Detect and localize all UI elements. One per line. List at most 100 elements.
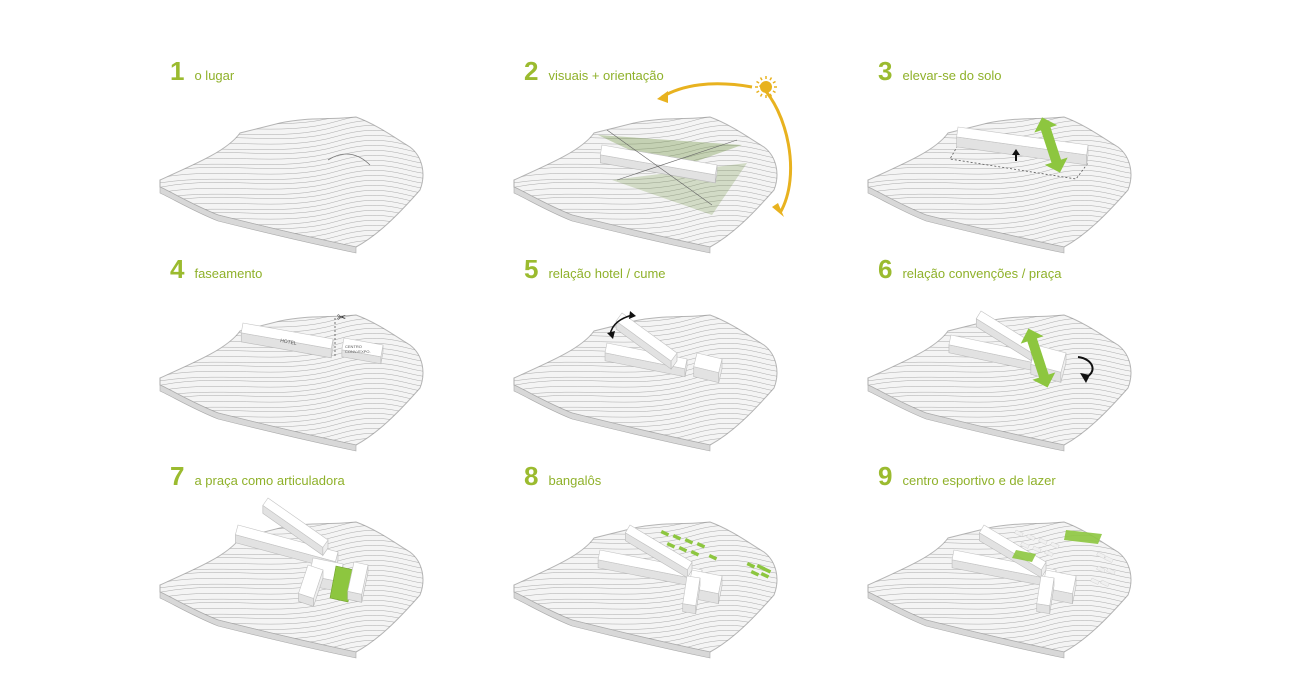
contour-line [160,358,423,379]
contour-line [514,175,777,196]
bungalow [1026,533,1036,541]
contour-line [856,655,1156,675]
scene-group [148,497,448,685]
panel-number: 6 [878,254,893,284]
contour-line [856,500,1156,520]
contour-line [868,160,1131,181]
terrain [867,314,1132,452]
sun-ray [772,90,776,94]
terrain [502,500,802,659]
bungalow [1090,577,1100,585]
scissors-icon: ✂ [337,312,346,324]
panel-1-title: 1 o lugar [170,58,234,84]
contour-line [856,95,1156,115]
green-arrow [1034,117,1068,173]
sun-ray [759,93,763,97]
contour-line [160,373,423,394]
bungalow [708,554,718,561]
bungalow [1020,541,1030,549]
bungalow [756,564,766,571]
contour-line [868,180,1131,201]
annex-block [1036,575,1055,615]
hotel-label: HOTEL [280,338,298,347]
sun-disc [760,81,772,93]
annex-block [682,575,701,615]
sun-ray [759,77,763,81]
panel-number: 1 [170,56,185,86]
contour-line [502,500,802,520]
bungalow [672,534,682,541]
contour-line [160,645,423,652]
scene-group [856,95,1156,254]
panel-9: 9 centro esportivo e de lazer [866,460,1226,660]
panel-label: centro esportivo e de lazer [902,473,1056,488]
terrain-edge [513,180,711,254]
hotel-wing-rotated [615,312,678,371]
contour-line [514,438,777,445]
bungalow [760,572,770,579]
scene-group [867,310,1132,452]
bungalow [1096,551,1106,559]
terrain-9 [867,521,1132,659]
bungalow [660,530,670,537]
sun-icon [755,76,777,98]
side-block [347,561,369,603]
contour-line [148,293,448,313]
arrow-head [629,311,636,319]
panel-2-title: 2 visuais + orientação [524,58,664,84]
bungalow [690,550,700,557]
contour-line [160,353,423,374]
arrow-head-up [1034,117,1058,133]
panel-9-title: 9 centro esportivo e de lazer [878,463,1056,489]
contour-line [160,363,423,384]
terrain-edge [159,378,357,452]
contour-line [868,650,1131,652]
terrain-edge [159,180,357,254]
block-top [615,312,678,362]
panel-label: bangalôs [548,473,602,488]
panel-5-title: 5 relação hotel / cume [524,256,666,282]
scene-group [502,500,802,659]
hotel-wing-rotated [975,310,1037,362]
arrow-head-up [1020,328,1044,344]
lift-arrow [1012,149,1020,161]
panel-label: relação hotel / cume [548,266,666,281]
panel-label: elevar-se do solo [902,68,1002,83]
hotel-block [599,144,718,184]
block-top [693,352,723,373]
bungalow [1096,565,1106,573]
hotel-wing-rotated [262,497,329,557]
contour-line [868,170,1131,191]
panel-number: 2 [524,56,539,86]
arrow-head [772,203,784,217]
bungalow [1100,579,1110,587]
contour-line [160,315,423,319]
contour-line [160,368,423,389]
panel-8: 8 bangalôs [512,460,872,660]
block-top [240,322,334,350]
terrain-8 [513,521,778,659]
arrow-head [1080,373,1090,383]
contour-line [148,500,448,520]
hill-ridge [327,153,371,166]
terrain-7 [159,497,424,659]
panel-label: visuais + orientação [548,68,664,83]
contour-line [514,645,777,652]
panel-2: 2 visuais + orientação [512,55,872,255]
panel-label: relação convenções / praça [902,266,1062,281]
contour-line [868,117,1131,121]
contour-line [160,650,423,652]
terrain-edge [867,585,1065,659]
bungalow [1038,537,1048,545]
convention-block [693,352,723,383]
bungalow [1106,567,1116,575]
contour-line [868,438,1131,445]
terrain-5 [513,311,778,452]
panel-3-title: 3 elevar-se do solo [878,58,1001,84]
leisure-area [1012,550,1036,562]
contour-line [160,180,423,201]
contour-line [148,665,448,685]
arrow-head [607,331,615,339]
panel-label: a praça como articuladora [194,473,345,488]
